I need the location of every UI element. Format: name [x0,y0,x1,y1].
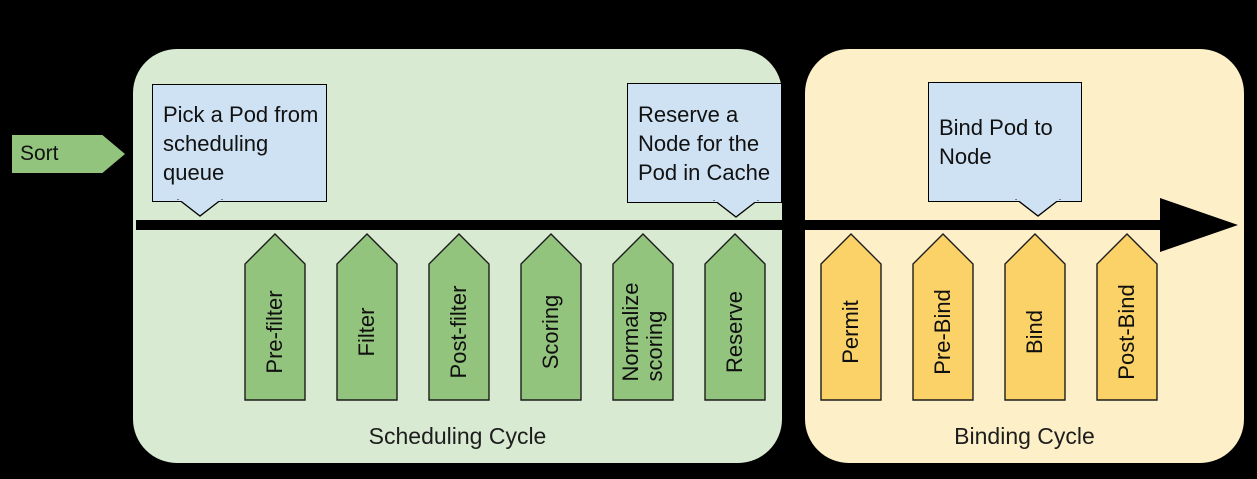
callout-reserve-node: Reserve a Node for the Pod in Cache [627,83,782,218]
sort-label: Sort [20,142,59,165]
stage-label: Pre-filter [262,290,287,374]
stage-pre-bind: Pre-Bind [912,233,974,401]
callout-bind-pod: Bind Pod to Node [928,82,1082,217]
stage-normalize-scoring: Normalize scoring [612,233,674,401]
stage-label: Scoring [538,294,563,370]
callout-bind-pod-text: Bind Pod to Node [939,115,1053,169]
stage-label: Permit [838,300,863,364]
stage-post-filter: Post-filter [428,233,490,401]
stage-label: Post-filter [446,285,471,379]
up-arrow-icon [1096,233,1158,401]
stage-permit: Permit [820,233,882,401]
up-arrow-icon [704,233,766,401]
stage-pre-filter: Pre-filter [244,233,306,401]
callout-pick-pod-text: Pick a Pod from scheduling queue [163,101,319,185]
up-arrow-icon [336,233,398,401]
up-arrow-icon [520,233,582,401]
stage-label: Bind [1022,309,1047,355]
callout-reserve-node-text: Reserve a Node for the Pod in Cache [638,101,771,185]
sort-arrow: Sort [12,135,125,173]
up-arrow-icon [244,233,306,401]
timeline-arrow-bar [136,220,1160,230]
up-arrow-icon [1004,233,1066,401]
up-arrow-icon [912,233,974,401]
up-arrow-icon [428,233,490,401]
up-arrow-icon [820,233,882,401]
up-arrow-icon [612,233,674,401]
binding-cycle-label: Binding Cycle [954,423,1095,449]
callout-tail-icon [177,199,223,217]
stage-bind: Bind [1004,233,1066,401]
stage-label: Post-Bind [1114,284,1139,380]
stage-label: Normalize scoring [618,282,667,382]
stage-label: Pre-Bind [930,289,955,375]
scheduling-cycle-label: Scheduling Cycle [368,423,547,449]
stage-label: Reserve [722,291,747,373]
callout-tail-icon [1015,199,1061,217]
stage-reserve: Reserve [704,233,766,401]
callout-tail-icon [713,200,759,218]
stage-post-bind: Post-Bind [1096,233,1158,401]
callout-pick-pod: Pick a Pod from scheduling queue [152,84,327,217]
stage-filter: Filter [336,233,398,401]
stage-label: Filter [354,307,379,357]
stage-scoring: Scoring [520,233,582,401]
